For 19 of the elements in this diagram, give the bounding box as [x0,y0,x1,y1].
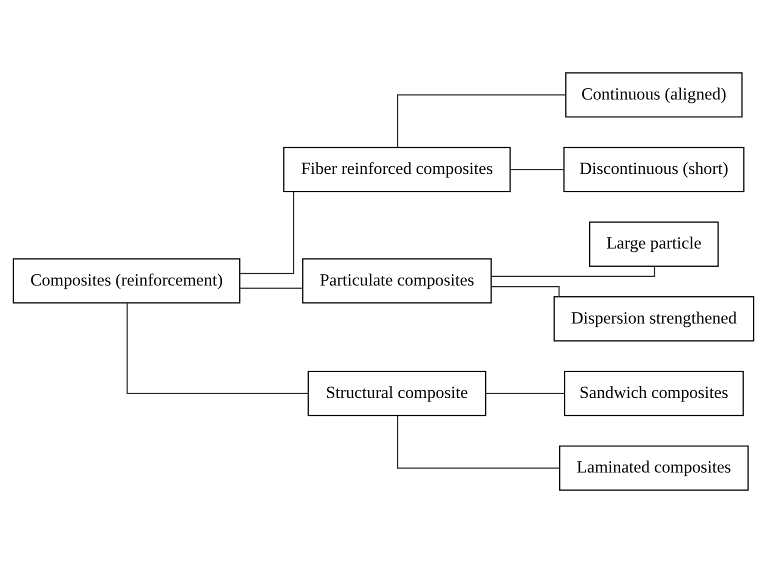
connector [240,192,294,274]
node-box: Continuous (aligned) [565,72,743,118]
node-box: Particulate composites [302,258,492,304]
node-box: Laminated composites [559,445,749,491]
connector [491,266,656,278]
connector [396,416,560,469]
node-box: Discontinuous (short) [563,146,744,192]
node-box: Structural composite [308,370,486,416]
connector [491,286,560,297]
node-box: Fiber reinforced composites [283,146,511,192]
node-box: Large particle [589,222,719,267]
connector [126,303,308,394]
node-box: Dispersion strengthened [554,296,754,342]
connector [240,288,303,289]
connector [396,94,566,148]
node-box: Composites (reinforcement) [12,258,240,304]
connector [486,392,564,394]
node-box: Sandwich composites [564,370,744,416]
connector [510,168,564,170]
